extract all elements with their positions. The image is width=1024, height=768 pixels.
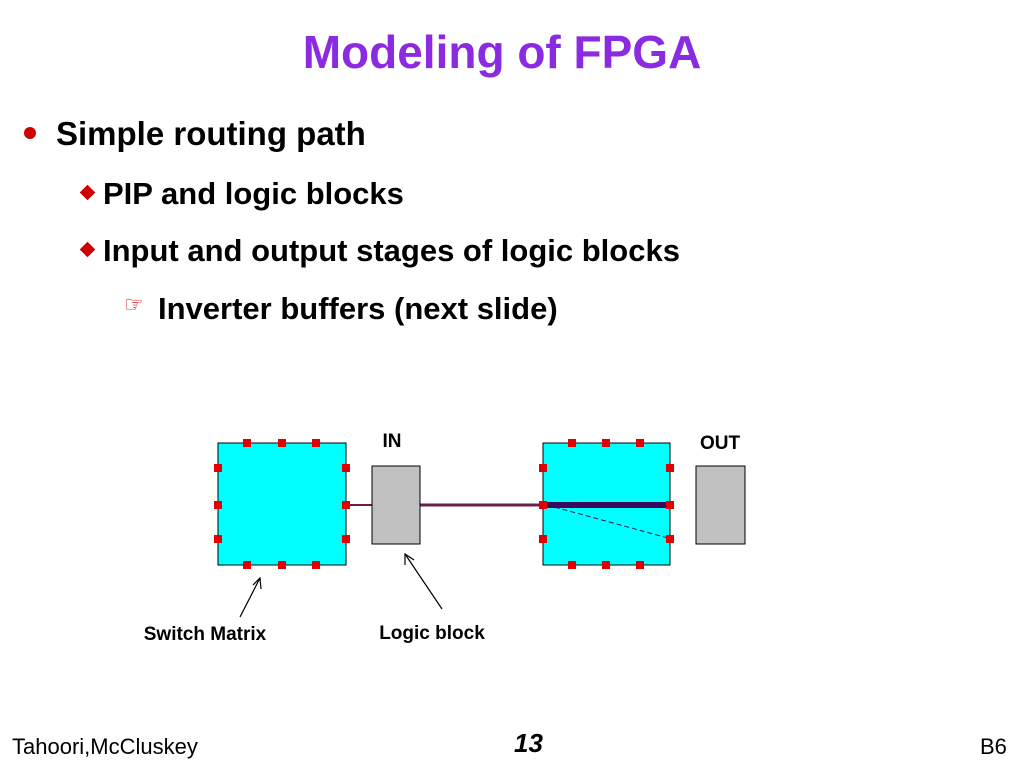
slide-code: B6: [980, 734, 1007, 759]
arrow-head-icon: [252, 576, 262, 590]
pip: [312, 561, 320, 569]
pip-group-left: [214, 439, 350, 569]
switch-matrix-left: [217, 442, 347, 566]
label-switch-matrix: Switch Matrix: [144, 624, 267, 645]
alternate-path: [546, 504, 669, 539]
arrow-head-icon: [404, 552, 415, 565]
pip: [568, 439, 576, 447]
pip: [342, 464, 350, 472]
logic-block-out: [695, 465, 746, 545]
bullet-level1: Simple routing path: [22, 111, 366, 157]
logic-block-in: [371, 465, 421, 545]
pip: [243, 561, 251, 569]
pip: [243, 439, 251, 447]
pip: [539, 535, 547, 543]
bullet-text: Simple routing path: [56, 115, 366, 152]
pointing-hand-icon: ☞: [124, 291, 144, 317]
pip: [214, 464, 222, 472]
label-in: IN: [383, 431, 402, 452]
pip: [278, 561, 286, 569]
pip: [214, 501, 222, 509]
pip: [636, 561, 644, 569]
pip: [342, 535, 350, 543]
pip: [214, 535, 222, 543]
pip: [636, 439, 644, 447]
bullet-dot-icon: [24, 127, 36, 140]
pip-group-right: [539, 439, 674, 569]
pip: [278, 439, 286, 447]
pip: [666, 464, 674, 472]
bullet-level2: Input and output stages of logic blocks: [78, 229, 680, 273]
pip: [602, 439, 610, 447]
bullet-level3: ☞ Inverter buffers (next slide): [124, 287, 558, 333]
bullet-level2: PIP and logic blocks: [78, 172, 404, 216]
pip: [539, 464, 547, 472]
bullet-text: Inverter buffers (next slide): [158, 291, 558, 326]
page-number: 13: [514, 728, 543, 758]
pip: [539, 501, 547, 509]
slide-title: Modeling of FPGA: [302, 26, 702, 78]
bullet-text: PIP and logic blocks: [103, 176, 404, 211]
arrow-to-logic-block: [404, 553, 443, 610]
footer-authors: Tahoori,McCluskey: [12, 734, 198, 759]
label-out: OUT: [700, 433, 741, 454]
label-logic-block: Logic block: [379, 623, 485, 644]
pip: [342, 501, 350, 509]
pip: [312, 439, 320, 447]
bullet-text: Input and output stages of logic blocks: [103, 233, 680, 268]
pip: [666, 501, 674, 509]
pip: [602, 561, 610, 569]
pip: [568, 561, 576, 569]
pip: [666, 535, 674, 543]
arrow-to-switch-matrix: [239, 577, 261, 618]
